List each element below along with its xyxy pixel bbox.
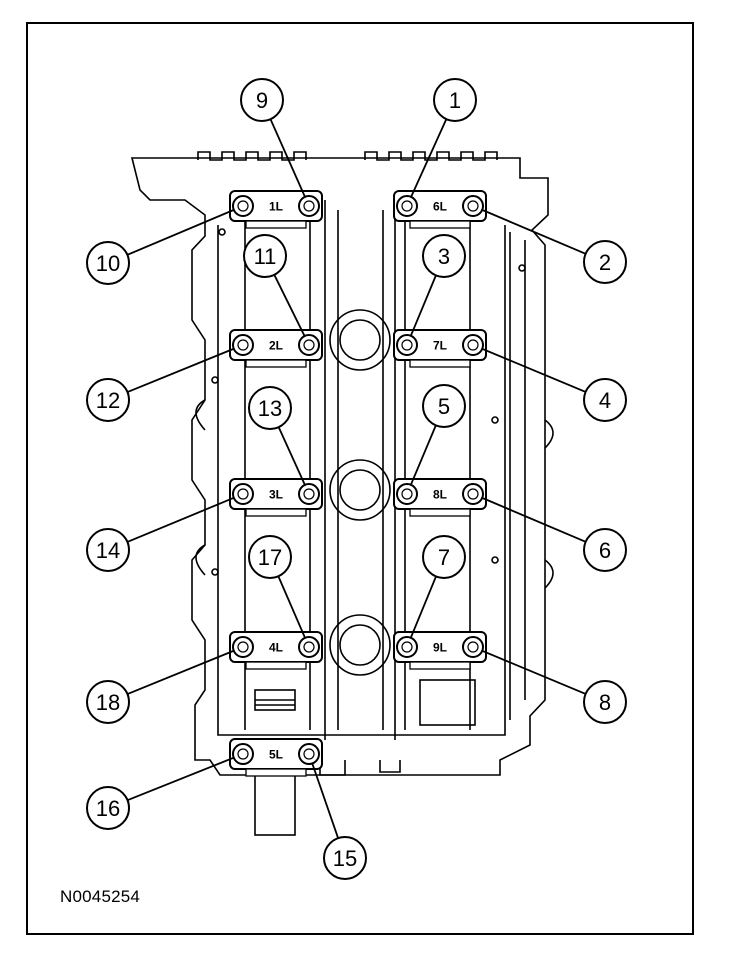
callout-number: 3 (438, 244, 450, 269)
leader-line (273, 274, 306, 338)
cap-bolt (232, 334, 254, 356)
bolt-callout-15: 15 (323, 836, 367, 880)
bolt-callout-14: 14 (86, 528, 130, 572)
leader-line (409, 425, 437, 487)
bearing-cap-4l: 4L (229, 631, 323, 670)
callout-number: 1 (449, 88, 461, 113)
bolt-callout-6: 6 (583, 528, 627, 572)
bearing-cap-1l: 1L (229, 190, 323, 229)
bolt-callout-2: 2 (583, 240, 627, 284)
cap-bolt (396, 195, 418, 217)
leader-line (480, 208, 587, 255)
cap-bolt (232, 743, 254, 765)
bearing-cap-5l: 5L (229, 738, 323, 777)
leader-line (269, 118, 307, 199)
leader-line (127, 496, 236, 543)
callout-number: 5 (438, 394, 450, 419)
leader-line (277, 426, 307, 487)
bearing-cap-label: 2L (269, 339, 283, 353)
cap-bolt (462, 195, 484, 217)
leader-line (409, 576, 437, 640)
cap-bolt (298, 636, 320, 658)
cap-bolt (232, 483, 254, 505)
callout-number: 7 (438, 545, 450, 570)
bolt-callout-5: 5 (422, 384, 466, 428)
bearing-cap-7l: 7L (393, 329, 487, 368)
bearing-cap-label: 1L (269, 200, 283, 214)
bearing-cap-label: 5L (269, 748, 283, 762)
callout-number: 2 (599, 250, 611, 275)
bolt-callout-13: 13 (248, 386, 292, 430)
leader-line (126, 208, 236, 256)
leader-line (127, 649, 236, 695)
bolt-callout-10: 10 (86, 241, 130, 285)
leader-line (127, 756, 235, 802)
leader-line (409, 118, 448, 199)
bolt-callout-8: 8 (583, 680, 627, 724)
figure-id: N0045254 (60, 887, 141, 906)
bearing-cap-label: 8L (433, 488, 447, 502)
cap-bolt (298, 743, 320, 765)
bearing-cap-8l: 8L (393, 478, 487, 517)
bolt-callout-9: 9 (240, 78, 284, 122)
leader-line (311, 762, 339, 839)
leader-line (277, 575, 307, 640)
diagram-frame (26, 22, 694, 935)
bolt-callout-16: 16 (86, 786, 130, 830)
cap-bolt (298, 195, 320, 217)
cap-bolt (396, 483, 418, 505)
bolt-callout-18: 18 (86, 680, 130, 724)
cap-bolt (462, 483, 484, 505)
bearing-cap-label: 9L (433, 641, 447, 655)
bearing-cap-3l: 3L (229, 478, 323, 517)
callout-number: 14 (96, 538, 120, 563)
bolt-callout-12: 12 (86, 378, 130, 422)
bolt-callout-3: 3 (422, 234, 466, 278)
callout-number: 15 (333, 846, 357, 871)
bearing-cap-label: 6L (433, 200, 447, 214)
bearing-cap-2l: 2L (229, 329, 323, 368)
cap-bolt (462, 334, 484, 356)
bearing-cap-9l: 9L (393, 631, 487, 670)
bearing-cap-6l: 6L (393, 190, 487, 229)
bolt-callout-1: 1 (433, 78, 477, 122)
callout-number: 17 (258, 545, 282, 570)
bolt-callout-4: 4 (583, 378, 627, 422)
bolt-callout-17: 17 (248, 535, 292, 579)
cap-bolt (232, 195, 254, 217)
leader-line (480, 347, 586, 393)
callout-number: 10 (96, 251, 120, 276)
callout-number: 12 (96, 388, 120, 413)
cap-bolt (232, 636, 254, 658)
callout-number: 18 (96, 690, 120, 715)
callout-number: 13 (258, 396, 282, 421)
callout-number: 16 (96, 796, 120, 821)
callout-number: 9 (256, 88, 268, 113)
bolt-callout-7: 7 (422, 535, 466, 579)
cap-bolt (298, 483, 320, 505)
cap-bolt (396, 334, 418, 356)
bolt-callout-11: 11 (243, 234, 287, 278)
cylinder-head-outline (130, 151, 554, 836)
bearing-cap-label: 3L (269, 488, 283, 502)
leader-line (409, 275, 437, 338)
callout-number: 11 (254, 244, 277, 269)
bearing-cap-label: 7L (433, 339, 447, 353)
callout-number: 4 (599, 388, 611, 413)
callout-number: 6 (599, 538, 611, 563)
leader-line (480, 496, 587, 543)
cap-bolt (396, 636, 418, 658)
leader-line (480, 649, 586, 695)
cap-bolt (298, 334, 320, 356)
cap-bolt (462, 636, 484, 658)
callout-number: 8 (599, 690, 611, 715)
leader-line (127, 347, 236, 393)
bearing-cap-label: 4L (269, 641, 283, 655)
